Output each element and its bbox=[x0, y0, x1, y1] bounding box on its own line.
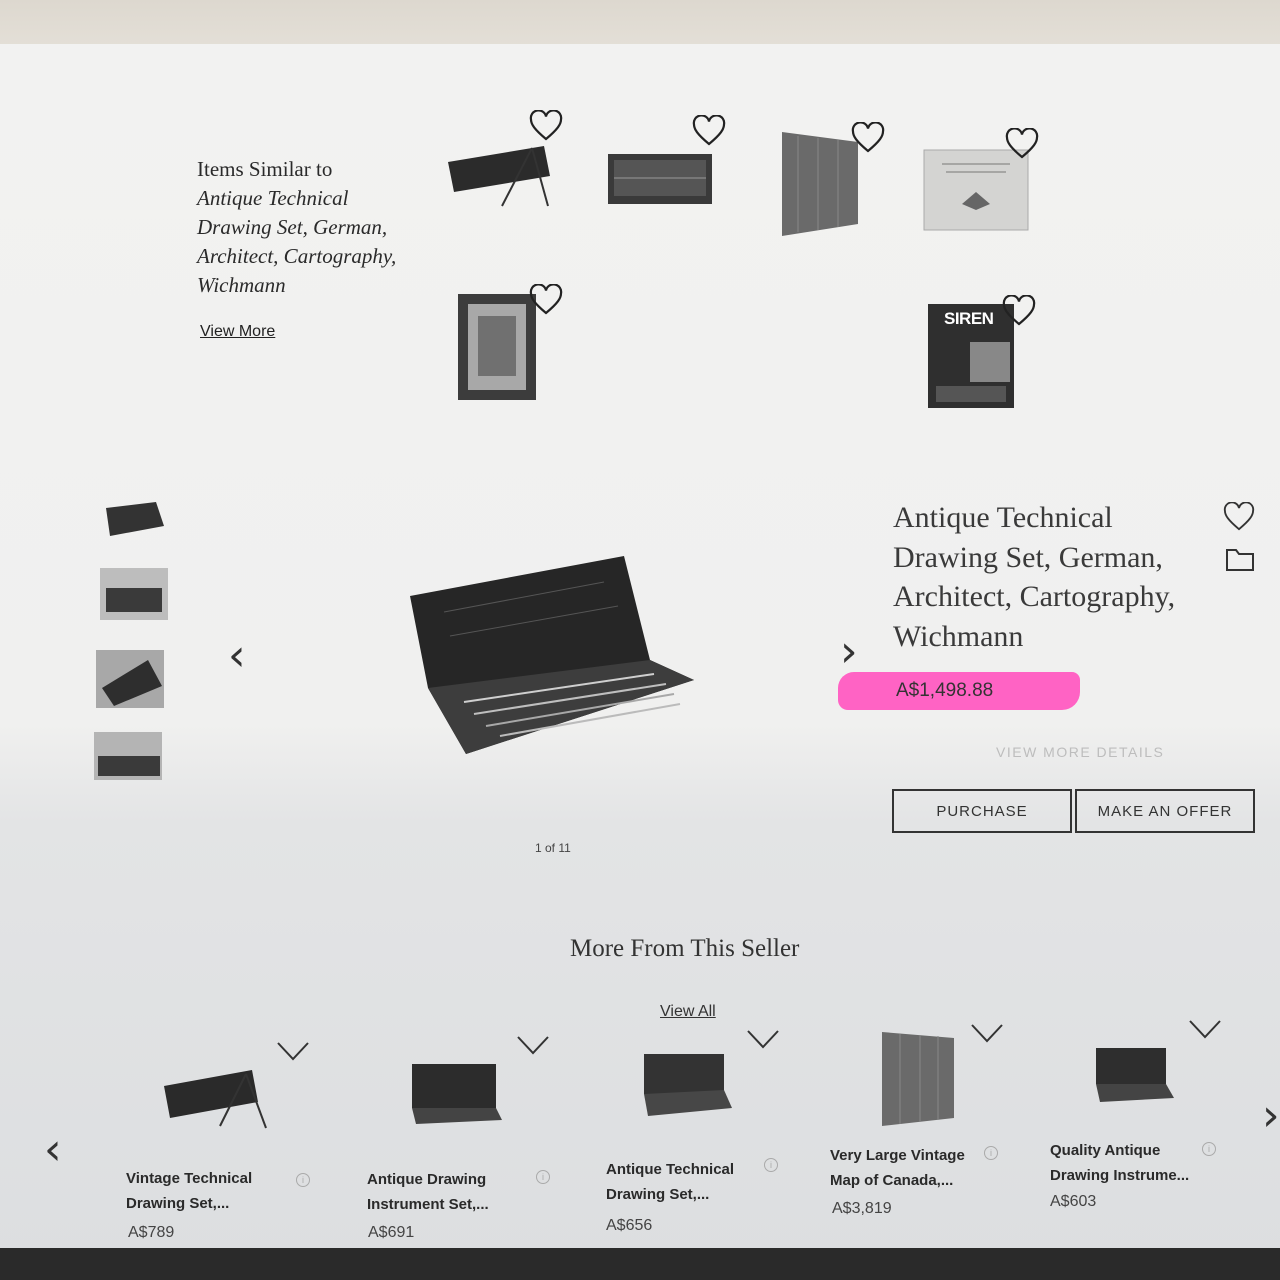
price-highlight bbox=[838, 672, 1080, 710]
heart-icon[interactable] bbox=[1005, 127, 1039, 160]
product-title: Antique Technical Drawing Set, German, A… bbox=[893, 501, 1176, 653]
seller-item-price: A$3,819 bbox=[832, 1200, 892, 1217]
main-product-image[interactable] bbox=[404, 552, 700, 760]
similar-item-title: Antique Technical Drawing Set, German, A… bbox=[197, 186, 397, 297]
seller-item-image[interactable] bbox=[878, 1028, 958, 1130]
seller-item-name[interactable]: Quality Antique Drawing Instrume... bbox=[1050, 1142, 1190, 1184]
seller-item-price: A$656 bbox=[606, 1217, 653, 1234]
seller-item-price: A$691 bbox=[368, 1224, 415, 1241]
similar-item-image[interactable] bbox=[922, 148, 1030, 232]
view-all-link[interactable]: View All bbox=[660, 1003, 716, 1020]
gallery-thumbnail[interactable] bbox=[92, 730, 162, 782]
seller-item-name[interactable]: Antique Drawing Instrument Set,... bbox=[367, 1171, 489, 1213]
chevron-down-icon[interactable] bbox=[746, 1028, 780, 1050]
info-icon[interactable]: i bbox=[296, 1173, 310, 1187]
heart-icon[interactable] bbox=[1223, 501, 1255, 532]
purchase-button[interactable]: PURCHASE bbox=[892, 789, 1072, 833]
chevron-down-icon[interactable] bbox=[1188, 1018, 1222, 1040]
seller-item-price: A$789 bbox=[128, 1224, 175, 1241]
image-counter: 1 of 11 bbox=[535, 841, 571, 855]
heart-icon[interactable] bbox=[1002, 294, 1036, 327]
chevron-right-icon[interactable]: › bbox=[1262, 1090, 1280, 1141]
similar-item-image[interactable] bbox=[926, 302, 1016, 410]
make-offer-button[interactable]: MAKE AN OFFER bbox=[1075, 789, 1255, 833]
seller-item-image[interactable] bbox=[1092, 1044, 1178, 1104]
seller-item-name[interactable]: Antique Technical Drawing Set,... bbox=[606, 1161, 735, 1203]
heart-icon[interactable] bbox=[529, 283, 563, 316]
similar-item-image[interactable] bbox=[444, 140, 554, 210]
folder-icon[interactable] bbox=[1225, 546, 1255, 572]
similar-item-image[interactable] bbox=[606, 150, 716, 208]
gallery-thumbnail[interactable] bbox=[100, 496, 170, 544]
similar-heading-text: Items Similar to bbox=[197, 157, 333, 181]
seller-item-name[interactable]: Very Large Vintage Map of Canada,... bbox=[830, 1147, 965, 1189]
chevron-down-icon[interactable] bbox=[970, 1022, 1004, 1044]
seller-item-image[interactable] bbox=[640, 1050, 736, 1120]
view-more-link[interactable]: View More bbox=[200, 323, 276, 340]
info-icon[interactable]: i bbox=[764, 1158, 778, 1172]
info-icon[interactable]: i bbox=[536, 1170, 550, 1184]
chevron-left-icon[interactable]: ‹ bbox=[44, 1124, 62, 1175]
heart-icon[interactable] bbox=[851, 121, 885, 154]
heart-icon[interactable] bbox=[529, 109, 563, 142]
product-price: A$1,498.88 bbox=[896, 680, 994, 701]
seller-item-price: A$603 bbox=[1050, 1193, 1097, 1210]
chevron-down-icon[interactable] bbox=[276, 1040, 310, 1062]
similar-item-image[interactable] bbox=[778, 128, 862, 240]
similar-item-image[interactable] bbox=[456, 292, 538, 402]
gallery-thumbnail[interactable] bbox=[94, 648, 164, 710]
seller-item-image[interactable] bbox=[408, 1060, 504, 1128]
seller-item-name[interactable]: Vintage Technical Drawing Set,... bbox=[126, 1170, 253, 1212]
siren-book-label: SIREN bbox=[944, 309, 994, 328]
heart-icon[interactable] bbox=[692, 114, 726, 147]
seller-item-image[interactable] bbox=[160, 1066, 272, 1130]
gallery-thumbnail[interactable] bbox=[98, 566, 168, 622]
info-icon[interactable]: i bbox=[984, 1146, 998, 1160]
more-from-seller-heading: More From This Seller bbox=[570, 935, 800, 962]
view-more-details-link[interactable]: VIEW MORE DETAILS bbox=[996, 744, 1165, 760]
chevron-right-icon[interactable]: › bbox=[840, 626, 858, 677]
chevron-left-icon[interactable]: ‹ bbox=[228, 630, 246, 681]
info-icon[interactable]: i bbox=[1202, 1142, 1216, 1156]
chevron-down-icon[interactable] bbox=[516, 1034, 550, 1056]
torn-paper-edge bbox=[0, 1248, 1280, 1280]
similar-items-heading: Items Similar to Antique Technical Drawi… bbox=[197, 155, 397, 300]
